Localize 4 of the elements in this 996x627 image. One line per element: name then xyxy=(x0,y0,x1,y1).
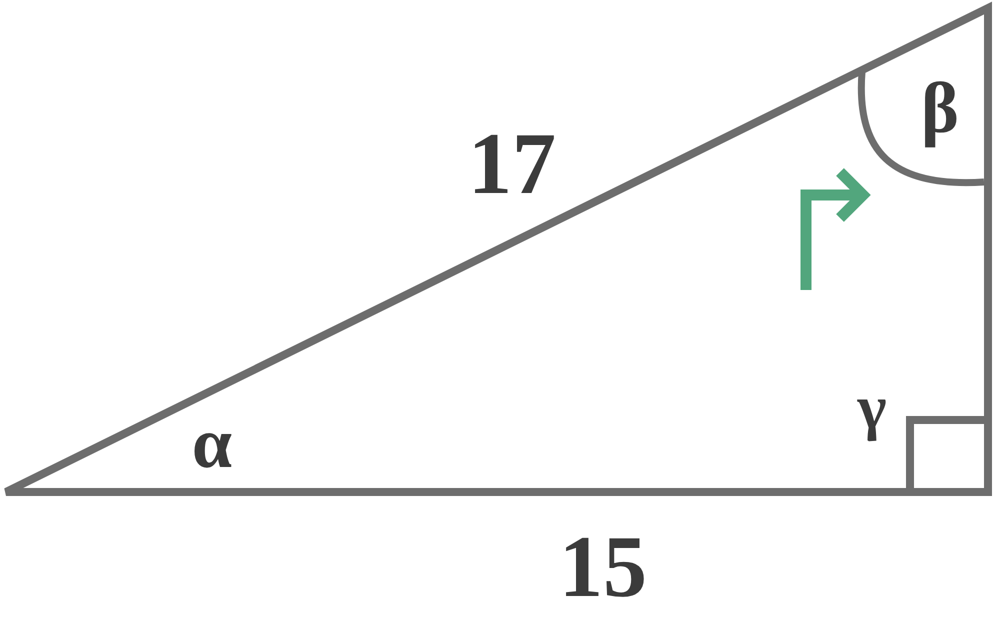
side-length-label: 15 xyxy=(559,524,647,612)
angle-label: α xyxy=(192,407,232,479)
side-length-label: 17 xyxy=(468,121,556,209)
angle-label: γ xyxy=(858,377,886,439)
